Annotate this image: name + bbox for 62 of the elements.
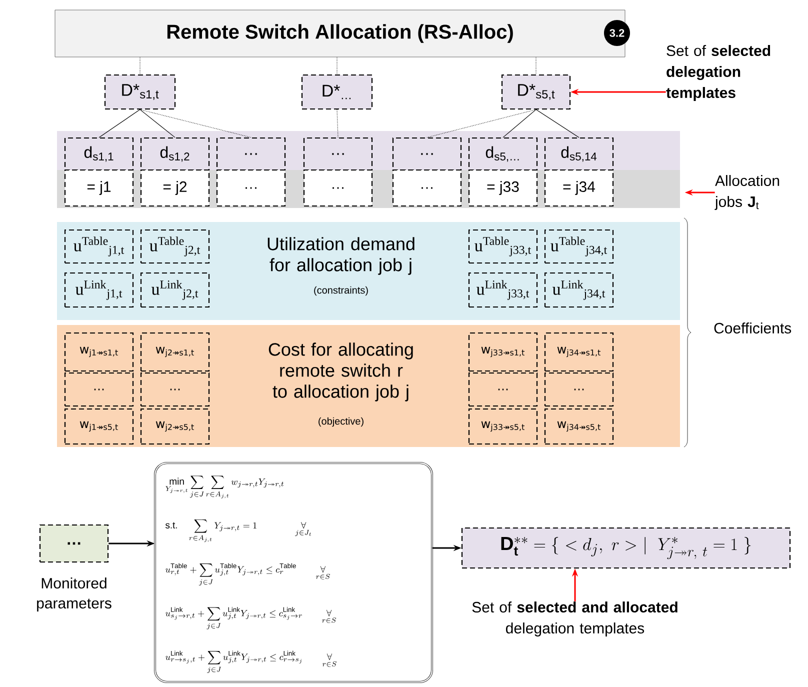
formula-line: $\min_{Y_{j\twoheadrightarrow r,t}} \sum_{j\in J}\sum_{r\in A_{j,t}} w_{j\twoheadrightarrow r,t} Y_{j\twoheadrightarrow r,t}$ [166, 476, 284, 498]
coefficient-cell: w$_{j2↠s1,t}$ [140, 332, 210, 372]
job-cell: … [303, 169, 373, 207]
template-cell: d$_{s5,…}$ [468, 137, 538, 171]
job-cell: = j2 [140, 169, 210, 207]
formula-line: $u^{\mathrm{Table}}_{r,t} + \sum_{j\in J} u^{\mathrm{Table}}_{j,t} Y_{j\twoheadrightarrow r,t} \le c^{\mathrm{Table}}_{r} \qquad \underset{r\in S}{\forall}$ [165, 563, 330, 586]
template-cell: … [303, 137, 373, 171]
template-box: D*$_{s1,t}$ [104, 74, 176, 110]
coefficient-cell: … [544, 372, 614, 407]
coefficient-cell: u$^{Link}$j1,t [64, 272, 134, 308]
job-cell: … [392, 169, 462, 207]
coefficient-cell: w$_{j1↠s1,t}$ [64, 332, 134, 372]
connector [336, 109, 338, 138]
template-cell: d$_{s5,14}$ [544, 137, 614, 171]
step-badge: 3.2 [604, 20, 630, 46]
node-label: Monitored parameters [37, 578, 112, 612]
coefficient-cell: w$_{j33↠s1,t}$ [468, 332, 538, 372]
job-cell: … [216, 169, 286, 207]
annotation: Set of selected delegation templates [666, 45, 770, 101]
formula-line: $u^{\mathrm{Link}}_{s_j\rightarrow r,t} + \sum_{j\in J} u^{\mathrm{Link}}_{j,t} Y_{j\twoheadrightarrow r,t} \le c^{\mathrm{Link}}_{s_j\rightarrow r} \qquad \underset{r\in S}{\forall}$ [165, 607, 336, 630]
template-box: D*$_{…}$ [301, 74, 373, 110]
band-heading: Utilization demand for allocation job j [268, 237, 414, 275]
coefficient-cell: … [468, 372, 538, 407]
coefficient-cell: … [140, 372, 210, 407]
job-cell: = j1 [64, 169, 134, 207]
coefficient-cell: u$^{Link}$j33,t [468, 272, 538, 308]
coefficient-cell: w$_{j1↠s5,t}$ [64, 408, 134, 445]
band-note: (objective) [318, 417, 364, 427]
template-box: D*$_{s5,t}$ [501, 74, 571, 110]
connector [140, 109, 176, 138]
coefficient-cell: u$^{Table}$j1,t [64, 229, 134, 264]
connector [140, 109, 252, 138]
coefficient-cell: u$^{Table}$j33,t [468, 229, 538, 264]
coefficient-cell: u$^{Link}$j2,t [140, 272, 210, 308]
coefficient-cell: w$_{j33↠s5,t}$ [468, 408, 538, 445]
connector [502, 109, 536, 138]
formula-line: $u^{\mathrm{Link}}_{r\rightarrow s_j,t} + \sum_{j\in J} u^{\mathrm{Link}}_{j,t} Y_{j\twoheadrightarrow r,t} \le c^{\mathrm{Link}}_{r\rightarrow s_j} \qquad \underset{r\in S}{\forall}$ [165, 650, 336, 674]
parameter-box: … [39, 524, 109, 563]
label: Coefficients [714, 322, 792, 334]
connector [98, 109, 140, 138]
template-cell: … [392, 137, 462, 171]
coefficient-cell: … [64, 372, 134, 407]
band-heading: Cost for allocating remote switch r to allocation job j [268, 342, 413, 402]
coefficient-cell: w$_{j34↠s5,t}$ [544, 408, 614, 445]
result-box: $\mathbf{D}^{**}_{\mathbf{t}} = \{\ <d_{j},\ r>\ \mid\ Y^{*}_{j\twoheadrightarrow r,\ t} = 1\ \}$ [461, 527, 791, 569]
formula-line: $\mathrm{s.t.}\quad \sum_{r\in A_{j,t}} Y_{j\twoheadrightarrow r,t} = 1 \qquad\qquad \underset{j\in J_t}{\forall}$ [165, 519, 312, 542]
annotation: Set of selected and allocated delegation templates [472, 602, 678, 636]
connector [336, 56, 338, 75]
template-cell: … [216, 137, 286, 171]
template-cell: d$_{s1,1}$ [64, 137, 134, 171]
connector [426, 109, 536, 138]
band-note: (constraints) [314, 286, 368, 296]
job-cell: = j33 [468, 169, 538, 207]
annotation: Allocation jobs J$_{t}$ [714, 175, 780, 210]
coefficient-cell: u$^{Table}$j34,t [544, 229, 614, 264]
connector [536, 109, 580, 138]
coefficient-cell: w$_{j2↠s5,t}$ [140, 408, 210, 445]
job-cell: = j34 [544, 169, 614, 207]
coefficient-cell: u$^{Link}$j34,t [544, 272, 614, 308]
template-cell: d$_{s1,2}$ [140, 137, 210, 171]
coefficient-cell: u$^{Table}$j2,t [140, 229, 210, 264]
coefficient-cell: w$_{j34↠s1,t}$ [544, 332, 614, 372]
